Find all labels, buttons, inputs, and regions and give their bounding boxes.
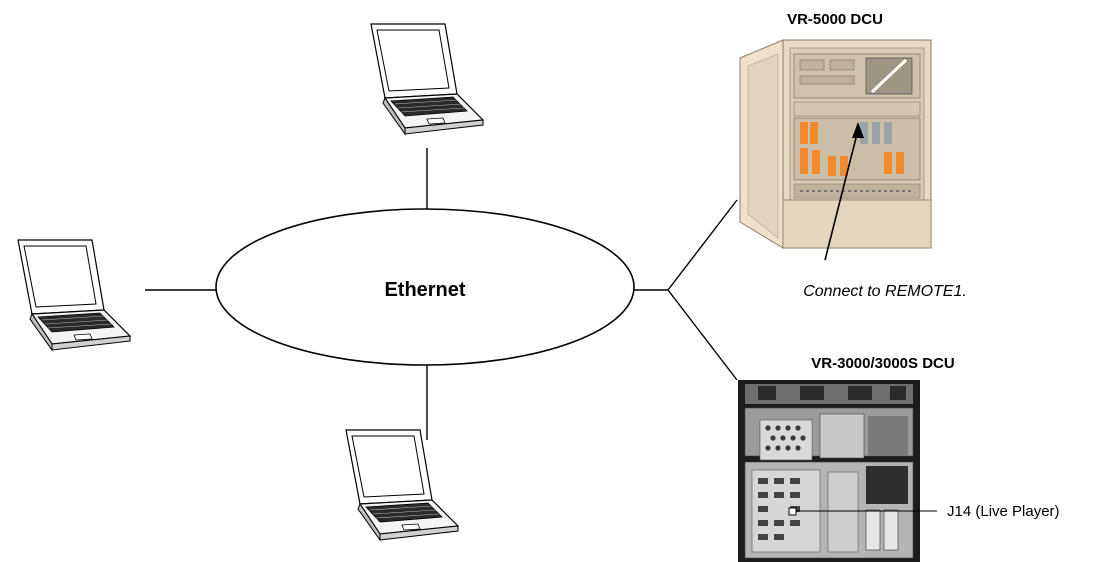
j14-connector-marker bbox=[788, 507, 797, 516]
remote1-note: Connect to REMOTE1. bbox=[803, 283, 967, 300]
laptop-icon bbox=[17, 239, 131, 351]
pointer-arrowhead bbox=[852, 122, 864, 138]
laptop-icon bbox=[345, 429, 459, 541]
vr5000-title: VR-5000 DCU bbox=[787, 11, 883, 28]
j14-label: J14 (Live Player) bbox=[947, 503, 1060, 520]
vr3000-title: VR-3000/3000S DCU bbox=[811, 355, 954, 372]
vr3000-cabinet-photo bbox=[738, 380, 920, 562]
ethernet-label: Ethernet bbox=[384, 279, 465, 301]
ethernet-ellipse bbox=[215, 208, 635, 366]
laptop-icon bbox=[370, 23, 484, 135]
vr5000-cabinet-photo bbox=[739, 39, 932, 249]
ethernet-links bbox=[145, 148, 738, 440]
remote1-pointer bbox=[824, 129, 859, 261]
